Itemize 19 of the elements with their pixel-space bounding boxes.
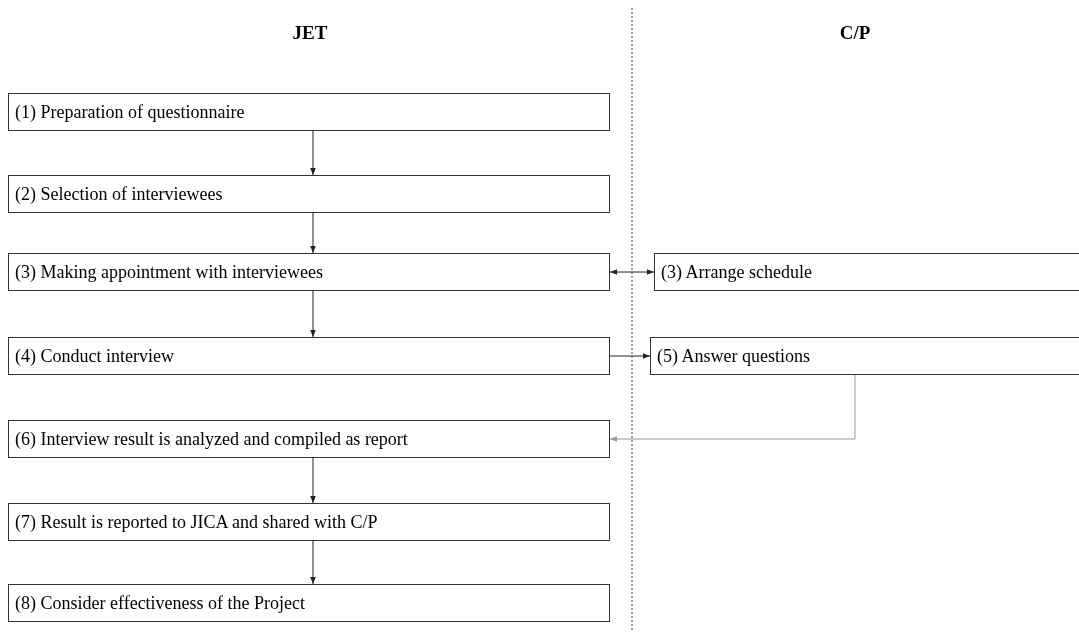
arrow [609,353,651,359]
lane-heading: JET [292,20,328,45]
arrow [310,212,316,254]
process-box: (4) Conduct interview [8,337,610,375]
process-box: (8) Consider effectiveness of the Project [8,584,610,622]
process-box: (7) Result is reported to JICA and shared with C/P [8,503,610,541]
process-box: (6) Interview result is analyzed and compiled as report [8,420,610,458]
process-box: (3) Making appointment with interviewees [8,253,610,291]
process-box: (5) Answer questions [650,337,1079,375]
arrow [310,540,316,585]
lane-heading: C/P [839,20,871,45]
arrow [609,269,655,275]
process-box: (1) Preparation of questionnaire [8,93,610,131]
arrow [310,290,316,338]
process-box: (3) Arrange schedule [654,253,1079,291]
arrow [609,374,856,442]
arrow [310,130,316,176]
arrow [310,457,316,504]
process-box: (2) Selection of interviewees [8,175,610,213]
